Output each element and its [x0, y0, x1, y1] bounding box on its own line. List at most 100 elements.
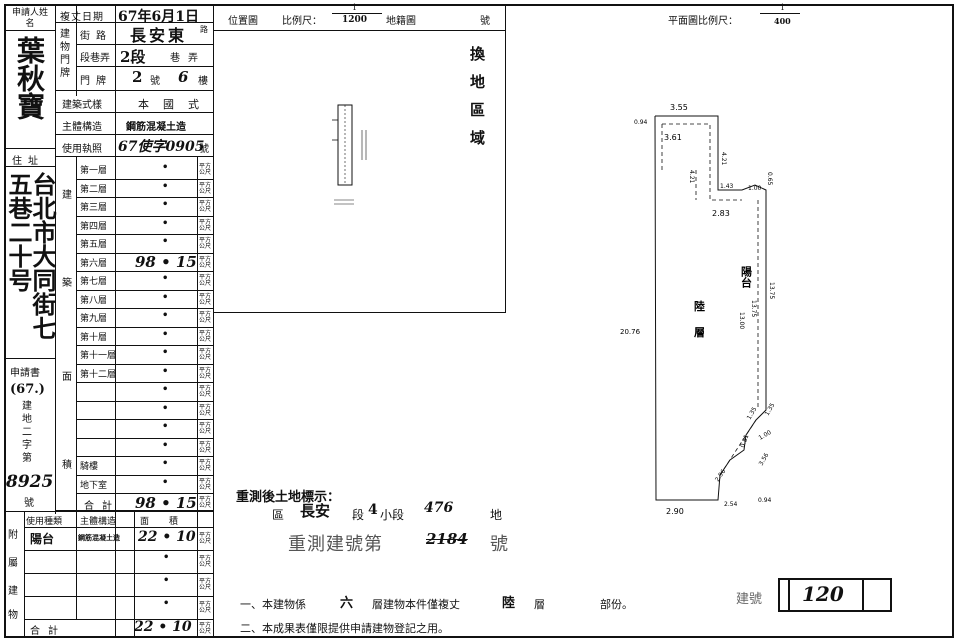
- dim-361: 3.61: [664, 133, 682, 142]
- area-unit: 平方公尺: [198, 555, 211, 568]
- note1-a: 一、本建物係: [240, 598, 306, 611]
- note1-which: 陸: [502, 596, 516, 611]
- area-unit: 平方公尺: [198, 477, 211, 491]
- dim-left: 20.76: [620, 328, 641, 336]
- applicant-name: 葉秋寶: [13, 36, 46, 120]
- dim-356: 3.56: [758, 452, 771, 467]
- area-unit: 平方公尺: [198, 532, 211, 545]
- rebuild-stamp-number: 2184: [426, 530, 468, 548]
- street-value: 長安東: [130, 26, 188, 45]
- street-label: 街路: [80, 31, 112, 42]
- floor-label: 第二層: [80, 184, 108, 195]
- floor-area-value: •: [162, 199, 169, 210]
- area-unit: 平方公尺: [198, 601, 211, 614]
- floor-area-value: •: [162, 217, 169, 229]
- floor-label: 地下室: [80, 480, 108, 491]
- annex-divider: [24, 573, 214, 574]
- door-label: 建物門牌: [60, 29, 70, 79]
- location-map-title: 位置圖: [228, 16, 258, 27]
- application-number: 8925: [6, 472, 54, 492]
- district-value: 長安: [300, 502, 331, 520]
- floor-label: 第四層: [80, 221, 108, 232]
- annex-use: 陽台: [30, 532, 55, 546]
- rebuild-stamp-suffix: 號: [490, 534, 508, 555]
- annex-divider: [24, 619, 214, 620]
- location-scale-label: 比例尺：: [282, 16, 322, 27]
- annex-area: •: [163, 552, 170, 563]
- area-unit: 平方公尺: [198, 200, 211, 213]
- floor-area-value: •: [162, 458, 169, 469]
- area-unit: 平方公尺: [198, 459, 211, 472]
- floor-label: 第一層: [80, 166, 108, 176]
- dim-094-top: 0.94: [634, 119, 648, 126]
- annex-divider: [4, 511, 214, 512]
- dim-283: 2.83: [712, 209, 730, 218]
- annex-total-label: 合計: [30, 626, 66, 637]
- rebuild-stamp: 重測建號第: [288, 534, 383, 555]
- floor-area-value: •: [162, 291, 169, 303]
- floor-label: 第十一層: [80, 351, 117, 361]
- building-area-char: 築: [62, 278, 72, 289]
- note1-d: 部份。: [600, 598, 633, 611]
- floor-label: 第八層: [80, 295, 108, 306]
- district-label: 區: [272, 508, 285, 522]
- annex-divider: [24, 550, 214, 551]
- floor-area-value: •: [162, 402, 169, 414]
- plan-scale-den: 400: [774, 16, 791, 26]
- floor-label: 第六層: [80, 258, 108, 269]
- annex-side-char: 附: [8, 530, 18, 541]
- floor-area-value: •: [162, 180, 169, 192]
- area-unit: 平方公尺: [198, 348, 211, 361]
- dim-100: 1.00: [748, 185, 762, 192]
- annex-side-char: 物: [8, 610, 18, 621]
- annex-col-area: 面積: [140, 517, 199, 527]
- floor-label: 第三層: [80, 203, 108, 213]
- rezone-stamp: 換地區域: [470, 45, 486, 147]
- floor-area-value: •: [162, 328, 169, 340]
- annex-area: •: [163, 575, 170, 586]
- area-unit: 平方公尺: [198, 292, 211, 306]
- dim-143: 1.43: [720, 183, 734, 190]
- label-balcony: 陽台: [740, 265, 753, 289]
- dim-065: 0.65: [766, 172, 773, 186]
- build-no-label: 建號: [736, 592, 763, 607]
- floor-label: 騎樓: [80, 462, 99, 472]
- total-label: 合計: [84, 501, 120, 512]
- annex-col-use: 使用種類: [26, 517, 63, 527]
- section-label: 段巷弄: [80, 53, 110, 64]
- dim-296: 2.96: [714, 468, 728, 483]
- applicant-address: 台北市大同街七五巷二十号: [4, 172, 57, 340]
- area-unit: 平方公尺: [198, 403, 211, 417]
- date-value: 67年6月1日: [118, 9, 199, 25]
- number-value: 2: [132, 68, 143, 86]
- note1-c: 層: [534, 598, 545, 611]
- date-label: 複丈日期: [60, 12, 104, 23]
- area-unit: 平方公尺: [198, 163, 211, 176]
- application-label: 申請書: [10, 368, 40, 379]
- permit-suffix: 號: [199, 144, 209, 155]
- floor-area-value: •: [162, 439, 169, 451]
- annex-side-char: 建: [8, 586, 18, 597]
- note1-floors: 六: [340, 596, 354, 611]
- number-label: 門牌: [80, 76, 112, 87]
- building-area-char: 積: [62, 460, 72, 471]
- area-unit: 平方公尺: [198, 422, 211, 435]
- dim-1375b: 13.75: [768, 282, 775, 299]
- annex-divider: [24, 596, 214, 597]
- area-unit: 平方公尺: [198, 440, 211, 454]
- cadastral-label: 地籍圖: [386, 16, 416, 27]
- dim-100b: 1.00: [758, 429, 773, 442]
- dim-top: 3.55: [670, 103, 688, 112]
- label-floor-b: 層: [694, 326, 705, 339]
- dim-1375: 13.75: [750, 300, 757, 317]
- application-type: 建地二字第: [22, 401, 32, 464]
- application-year: (67.): [10, 382, 45, 397]
- section-value: 2段: [120, 48, 146, 66]
- floor-area-value: •: [162, 476, 169, 488]
- floor-suffix: 樓: [198, 76, 208, 87]
- style-value: 本國式: [138, 98, 213, 111]
- total-value: 98 • 15: [135, 494, 197, 512]
- annex-area: •: [163, 598, 170, 609]
- area-unit: 平方公尺: [198, 496, 211, 509]
